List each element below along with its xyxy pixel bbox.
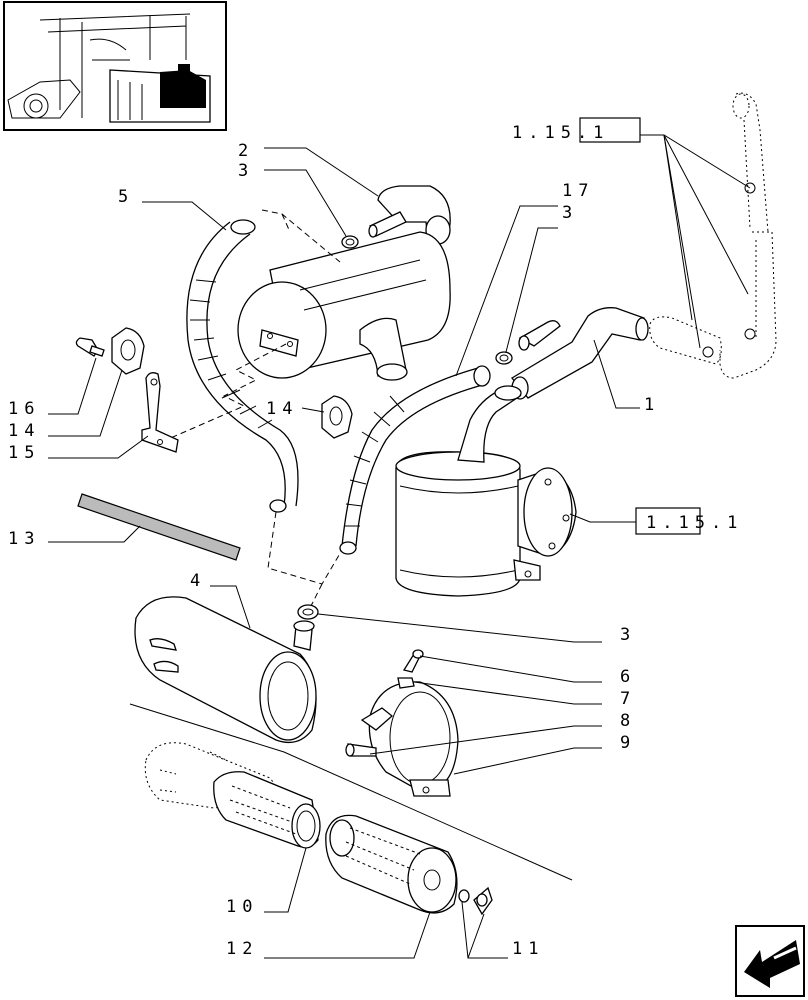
label-9: 9 [620,733,636,753]
label-6: 6 [620,667,636,687]
label-5: 5 [118,187,134,207]
part-1-pipe [511,307,649,400]
reference-box-right [635,507,701,535]
label-17: 17 [562,181,594,201]
assembly-line-upper [261,209,341,263]
label-2: 2 [238,141,254,161]
label-16: 16 [8,399,40,419]
upper-silencer [237,231,451,381]
part-14-clip-middle [321,395,353,439]
clamp-3-top [341,235,359,249]
label-13: 13 [8,529,40,549]
part-9-band-clamp [360,681,459,797]
part-4-air-cleaner [129,596,573,881]
label-14-left: 14 [8,421,40,441]
part-10-inner-filter [213,771,321,849]
label-15: 15 [8,443,40,463]
assembly-line-hoses [267,511,343,613]
part-5-hose [186,219,299,513]
part-12-outer-filter [325,814,458,914]
part-16-bolt [75,337,105,357]
part-17-hose [339,365,491,555]
part-6-bolt [402,649,424,673]
label-4: 4 [190,571,206,591]
part-14-clip-left [111,327,145,375]
label-12: 12 [226,939,258,959]
part-2-elbow [368,185,451,245]
part-15-bracket [141,372,179,453]
reference-box-top [579,117,641,143]
label-14-middle: 14 [266,399,298,419]
clamp-3-middle [495,351,513,365]
assembly-line-bracket [165,343,287,441]
label-1: 1 [644,395,660,415]
lower-silencer [395,385,577,597]
tractor-thumbnail-icon [3,1,227,131]
label-10: 10 [226,897,258,917]
part-7-washer [397,677,415,689]
label-7: 7 [620,689,636,709]
label-3-lower: 3 [620,625,636,645]
part-11-wingnut [458,886,493,916]
label-3-top: 3 [238,161,254,181]
part-13-strip [77,493,241,561]
clamp-3-lower [297,604,319,620]
label-11: 11 [512,939,544,959]
label-8: 8 [620,711,636,731]
next-page-arrow-icon[interactable] [735,925,805,997]
reference-label-right: 1.15.1 [646,513,743,533]
reference-label-top: 1.15.1 [512,123,609,143]
part-8-bolt [345,743,377,757]
exhaust-stack-ghost [649,92,777,379]
leader-lines [48,134,751,959]
label-3-middle: 3 [562,203,578,223]
